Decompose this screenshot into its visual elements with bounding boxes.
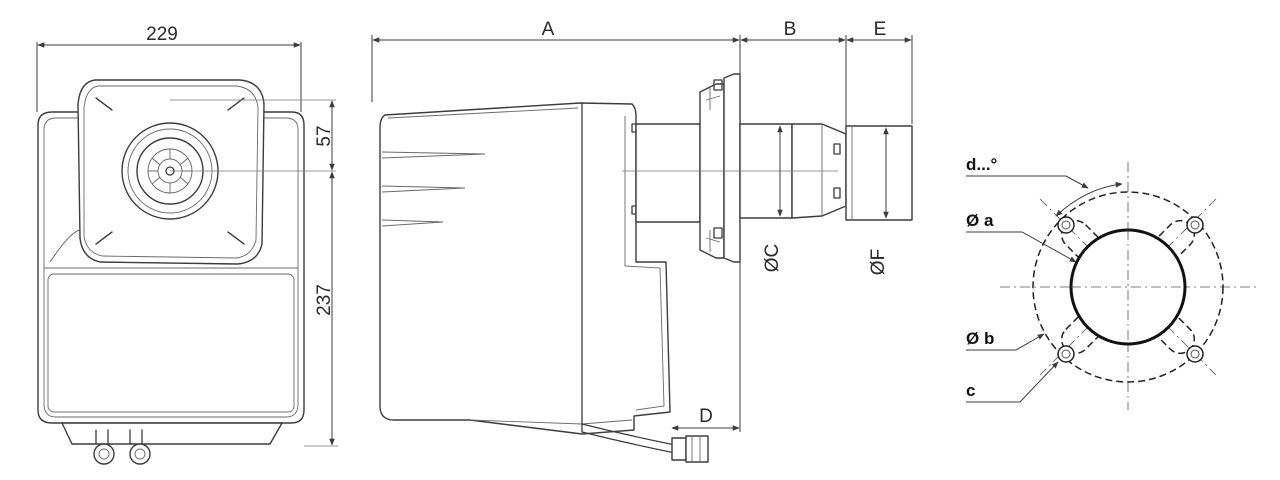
body-top-edge [387,107,579,119]
front-lower-panel [47,273,295,413]
front-base [61,422,283,445]
height-dimension-label: 237 [314,284,335,316]
flange-details [705,88,721,252]
top-dimension-label: 57 [314,125,335,146]
front-view: 229 [36,24,338,465]
bolt-hole-tr-inner [1190,220,1200,230]
front-fitting-stems [95,429,143,445]
side-view: A B E ØC [371,19,913,463]
bolt-hole-bl [1057,345,1075,363]
flange-bolt-top [713,79,723,91]
angle-label: d...° [966,155,998,174]
leader-angle [966,175,1089,189]
dim-a-label: A [542,19,555,40]
vent-rib-2 [381,185,466,193]
front-housing-inner [43,117,299,418]
dia-a-label: Ø a [966,211,994,230]
width-dimension-label: 229 [146,24,178,45]
front-fitting-left-inner [98,448,110,460]
body-rear-step [624,116,665,411]
bolt-circle [1032,191,1224,383]
front-head-vanes [148,149,192,193]
bolt-hole-tr [1186,216,1204,234]
front-fitting-right-inner [134,448,146,460]
cone-screw-top [833,143,841,155]
front-mounting-plate-inner [83,85,259,259]
flange-bolt-bottom [713,227,723,239]
fuel-hose-bottom [581,431,681,455]
dia-f-label: ØF [868,249,889,275]
leader-dia-b [966,333,1045,351]
flange-view: d...° Ø a Ø b c [966,155,1256,410]
bolt-hole-tl [1057,216,1075,234]
bolt-hole-bl-inner [1061,349,1071,359]
leader-dia-a [966,231,1077,263]
hose-fitting-hex [691,436,701,462]
bolt-hole-br-inner [1190,349,1200,359]
vent-rib-1 [381,151,486,159]
front-fitting-left [93,443,115,465]
dia-b-label: Ø b [966,329,994,348]
dim-b-label: B [784,19,797,40]
vent-rib-3 [381,219,444,227]
hose-fitting-nut [671,437,687,461]
fuel-hose-top [581,423,681,447]
burner-body [379,102,671,435]
front-fitting-right [129,443,151,465]
dim-d-label: D [699,406,713,427]
plate-slot-br-inner [227,231,245,245]
bolt-hole-tl-inner [1061,220,1071,230]
flange-opening [1069,228,1187,346]
angle-arc [1055,181,1123,217]
leader-hole [966,361,1059,403]
bolt-hole-br [1186,345,1204,363]
front-panel-curve [49,229,81,263]
cone-screw-bottom [833,187,841,199]
plate-slot-tl-inner [95,97,113,111]
hose-fitting-body [685,435,709,463]
dia-c-label: ØC [762,244,783,273]
body-neck [635,123,701,223]
dim-e-label: E [874,19,887,40]
combustion-head [845,125,913,221]
hole-label: c [966,381,975,400]
plate-slot-bl-inner [95,231,113,245]
flange-plate [723,73,741,263]
